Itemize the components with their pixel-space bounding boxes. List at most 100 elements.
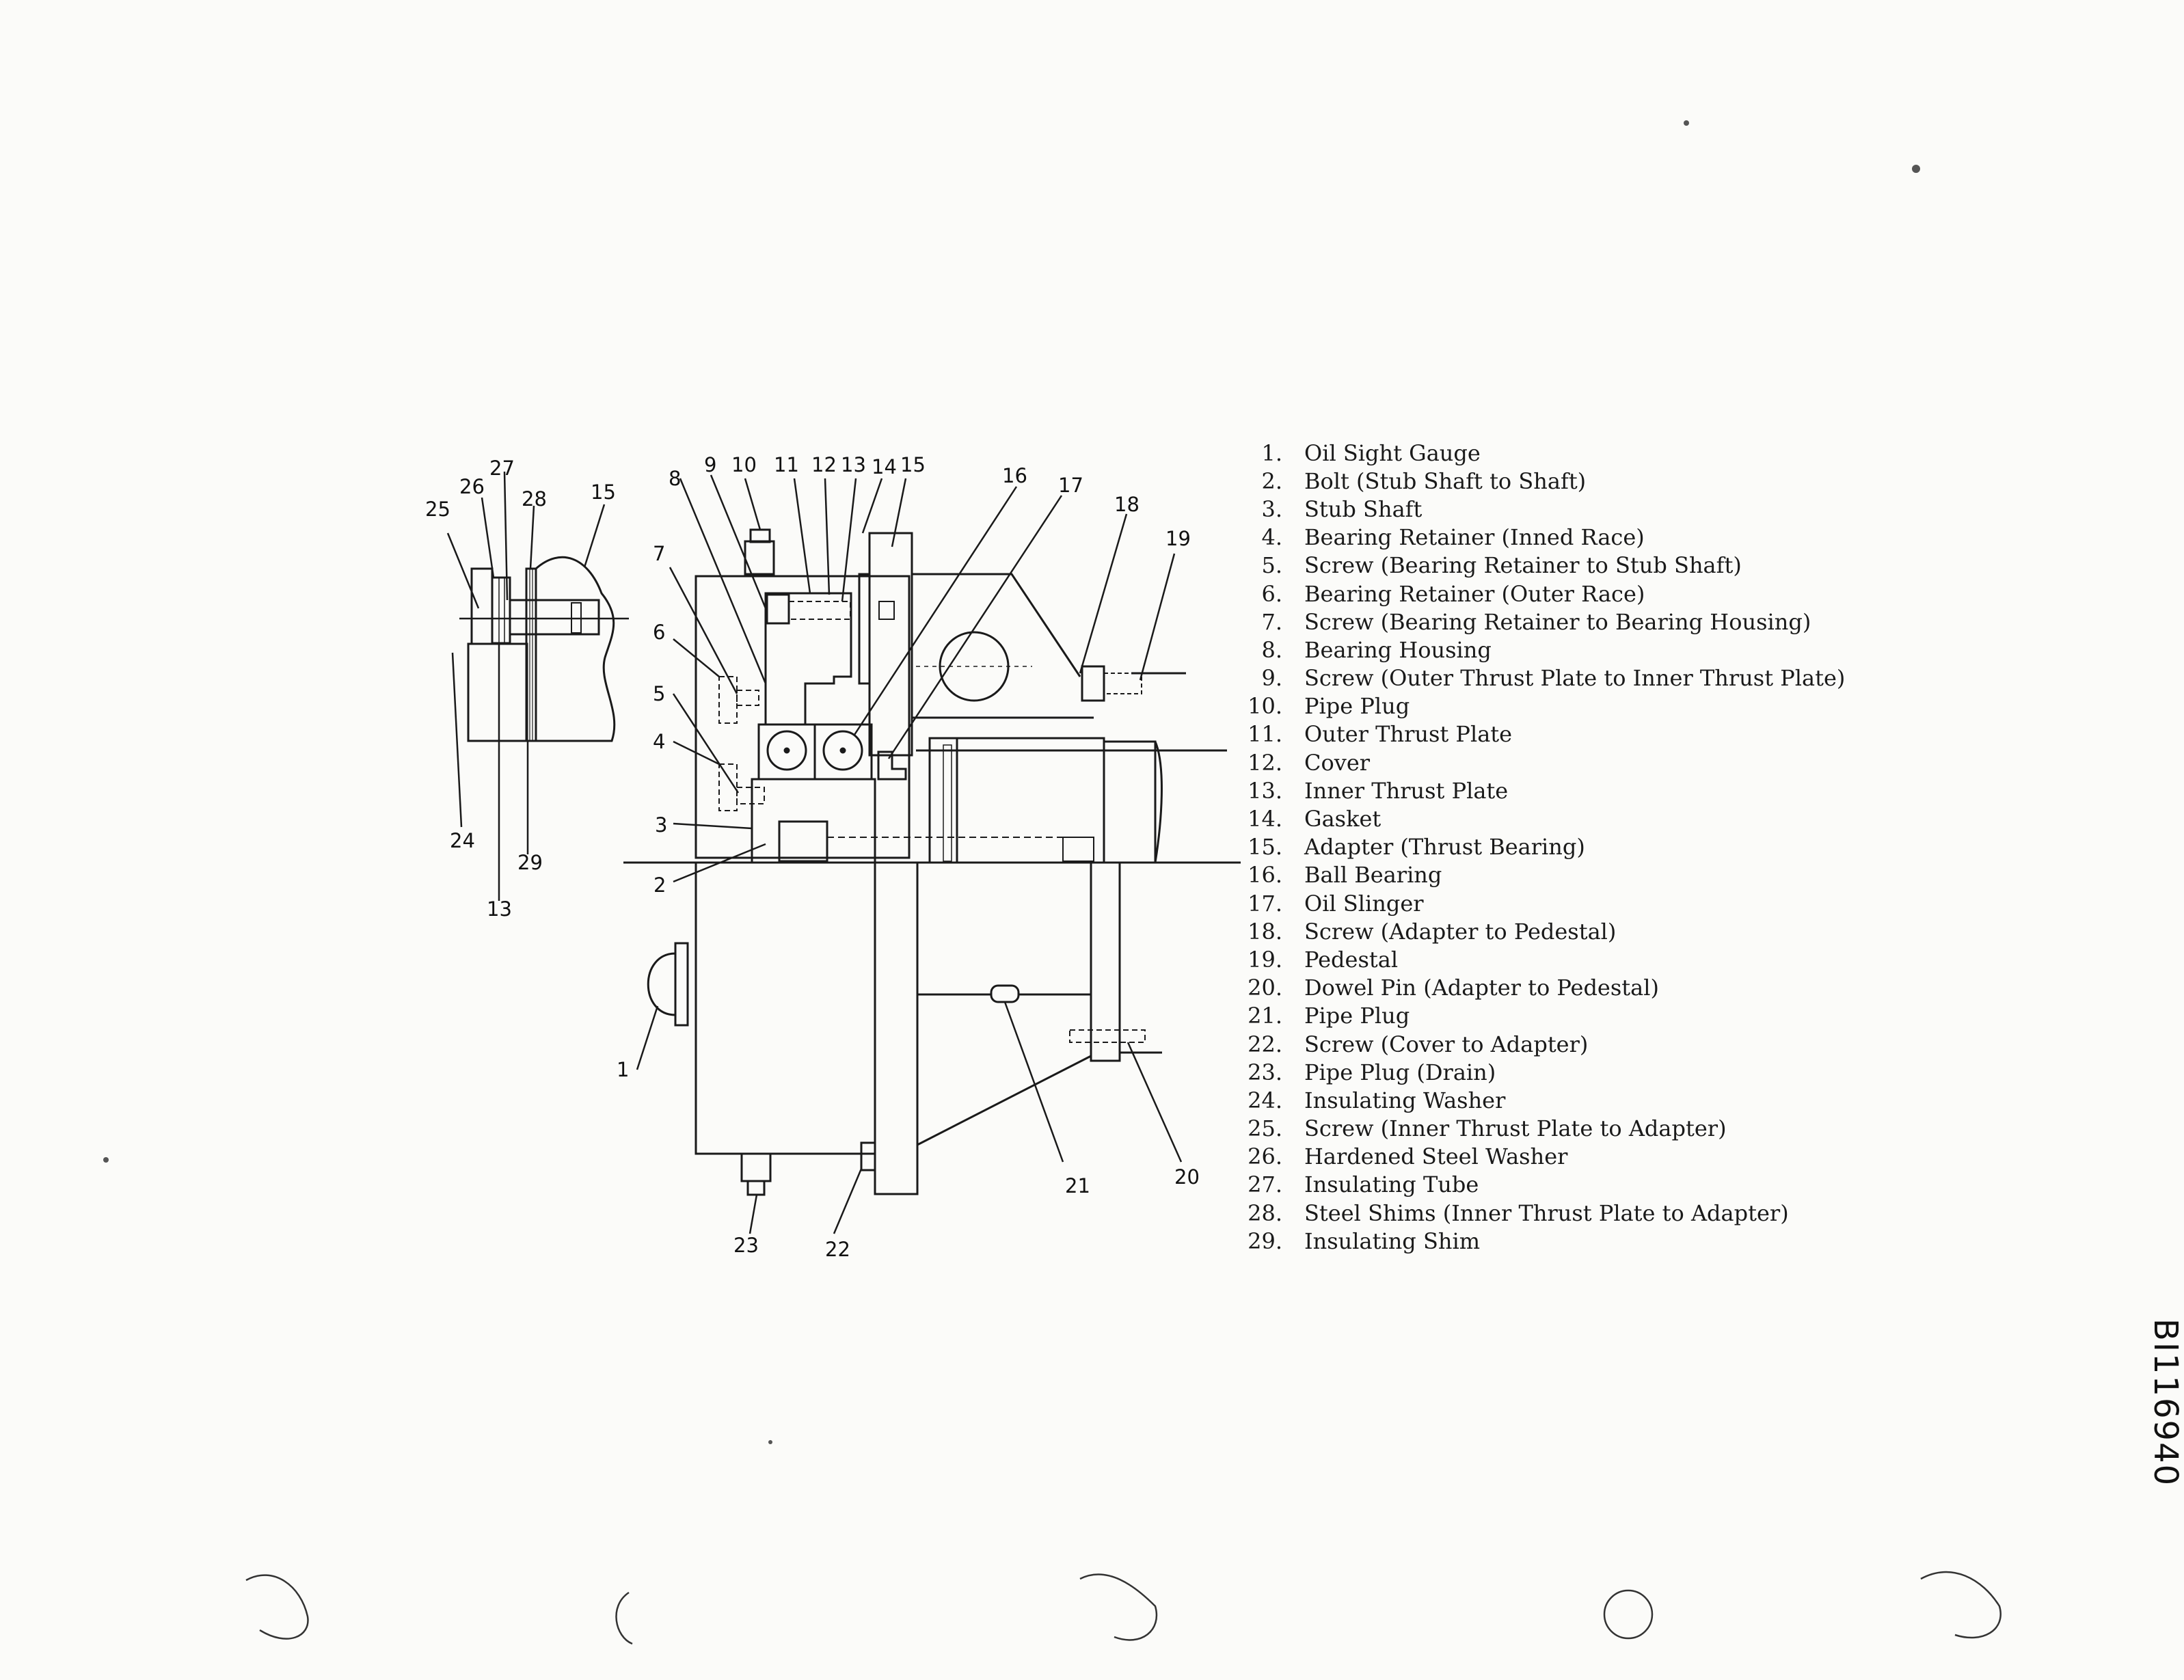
legend-text: Screw (Bearing Retainer to Bearing Housi… [1304,608,1811,635]
callout-14: 14 [872,455,897,478]
screw-9-body [788,601,851,620]
legend-num: 6. [1261,580,1282,607]
legend-text: Oil Slinger [1304,890,1424,917]
legend-item: 26.Hardened Steel Washer [1244,1143,1845,1171]
outer-thrust-plate [764,592,852,726]
screw-head [470,567,494,645]
legend-text: Bearing Retainer (Outer Race) [1304,580,1645,607]
legend-text: Hardened Steel Washer [1304,1143,1568,1170]
legend-text: Screw (Cover to Adapter) [1304,1031,1589,1057]
legend-num: 13. [1248,777,1282,804]
oil-reservoir [695,863,876,1155]
legend-num: 9. [1261,665,1282,692]
legend-text: Screw (Adapter to Pedestal) [1304,918,1617,945]
legend-num: 12. [1248,749,1282,776]
punch-hole-marks [245,1571,2001,1645]
legend-num: 2. [1261,468,1282,494]
screw-9-nut [878,601,895,620]
drain-plug-tip [746,1180,766,1196]
callout-13: 13 [841,453,866,476]
legend-item: 24. Insulating Washer [1244,1086,1845,1114]
legend-num: 14. [1248,806,1282,832]
drain-plug [740,1152,772,1182]
legend-text: Pedestal [1304,946,1399,973]
legend-num: 17. [1248,890,1282,917]
legend-item: 9.Screw (Outer Thrust Plate to Inner Thr… [1244,664,1845,692]
legend-item: 29. Insulating Shim [1244,1227,1845,1255]
legend-num: 16. [1248,862,1282,889]
callout-13-detail: 13 [487,897,512,921]
legend-text: Bearing Retainer (Inned Race) [1304,524,1645,551]
legend-text: Cover [1304,749,1371,776]
legend-text: Bearing Housing [1304,636,1492,663]
legend-item: 18.Screw (Adapter to Pedestal) [1244,917,1845,945]
legend-text: Insulating Washer [1304,1087,1506,1113]
screw-18 [1081,665,1105,702]
callout-10: 10 [731,453,757,476]
callout-22: 22 [825,1238,850,1261]
legend-item: 19.Pedestal [1244,945,1845,973]
legend-item: 12. Cover [1244,748,1845,776]
callout-17: 17 [1058,474,1083,497]
legend-text: Gasket [1304,806,1381,832]
legend-num: 4. [1261,524,1282,551]
callout-9: 9 [704,453,716,476]
callout-2: 2 [653,873,666,897]
reservoir-diagonal [917,1055,1092,1146]
legend-num: 21. [1248,1003,1282,1029]
adapter-body [956,737,1105,864]
callout-5: 5 [653,682,665,705]
callout-27: 27 [489,457,515,480]
screw-9 [766,593,790,625]
adapter-sleeve-inner [943,744,952,862]
callout-20: 20 [1174,1165,1200,1189]
callout-25: 25 [425,498,450,521]
callout-4: 4 [653,730,665,753]
cover-plate [874,861,919,1195]
legend-num: 8. [1261,636,1282,663]
oil-slinger [877,750,907,781]
callout-24: 24 [450,829,475,852]
legend-text: Screw (Inner Thrust Plate to Adapter) [1304,1115,1727,1142]
adapter-flange [858,573,871,685]
legend-text: Steel Shims (Inner Thrust Plate to Adapt… [1304,1200,1789,1226]
callout-8: 8 [669,467,681,490]
callout-6: 6 [653,621,665,644]
legend-text: Insulating Tube [1304,1171,1479,1198]
callout-7: 7 [653,542,665,565]
legend-item: 8. Bearing Housing [1244,636,1845,664]
legend-item: 6. Bearing Retainer (Outer Race) [1244,580,1845,608]
legend-item: 10.Pipe Plug [1244,692,1845,720]
legend-num: 24. [1248,1087,1282,1113]
callout-12: 12 [811,453,837,476]
callout-21: 21 [1065,1174,1090,1197]
legend-text: Inner Thrust Plate [1304,777,1509,804]
callout-1: 1 [617,1058,629,1081]
legend-item: 16.Ball Bearing [1244,861,1845,889]
bearing-housing [695,575,911,859]
callout-29: 29 [517,851,543,874]
bearing-ball [822,730,863,771]
callout-28: 28 [522,487,547,511]
legend-text: Dowel Pin (Adapter to Pedestal) [1304,975,1659,1001]
screw-18-body [1103,673,1142,694]
bolt-head-detail [571,602,582,634]
insulating-tube-detail [509,599,600,636]
legend-text: Insulating Shim [1304,1228,1481,1254]
legend-num: 29. [1248,1228,1282,1254]
legend-num: 5. [1261,552,1282,579]
callout-15: 15 [900,453,926,476]
legend-text: Pipe Plug (Drain) [1304,1059,1496,1085]
legend-item: 1.Oil Sight Gauge [1244,439,1845,467]
legend-num: 20. [1248,975,1282,1001]
adapter-detail [535,556,616,742]
inner-thrust-plate [868,532,913,757]
callout-18: 18 [1114,493,1140,516]
legend-text: Bolt (Stub Shaft to Shaft) [1304,468,1587,494]
section-view [623,528,1241,1196]
legend-num: 28. [1248,1200,1282,1226]
legend-text: Adapter (Thrust Bearing) [1304,834,1585,861]
callout-15-detail: 15 [591,480,616,504]
legend-item: 13. Inner Thrust Plate [1244,776,1845,804]
parts-legend: 1.Oil Sight Gauge 2. Bolt (Stub Shaft to … [1244,439,1845,1255]
